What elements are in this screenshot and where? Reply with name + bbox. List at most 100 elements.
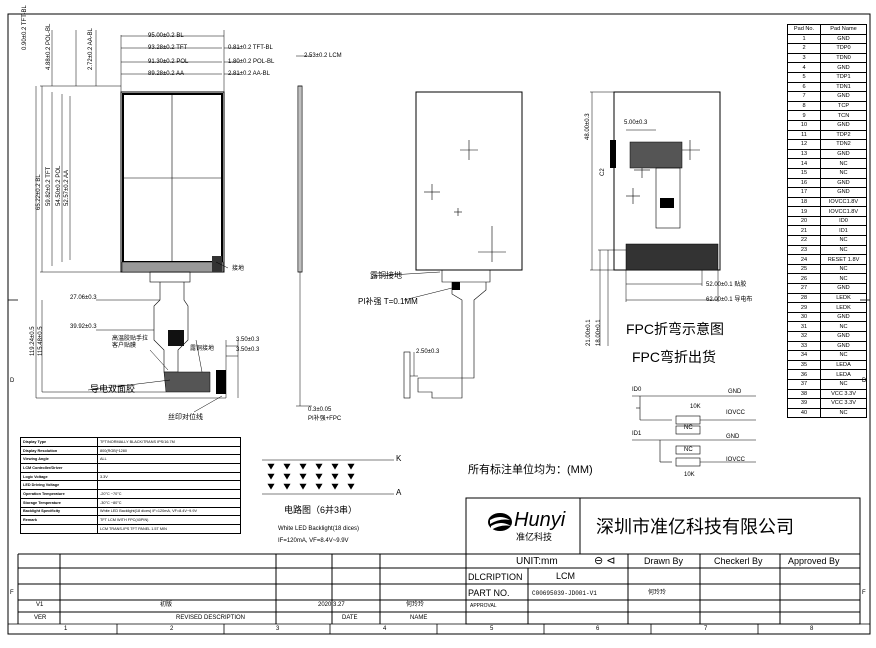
- dim-48: 48.00±0.3: [585, 113, 591, 140]
- sch-id1: ID1: [632, 431, 642, 437]
- approval-label: APPROVAL: [470, 603, 497, 609]
- spec-value-cell: LCM TRANS-IPS TFT PANEL 1.5T MIN: [97, 523, 241, 534]
- sch-gnd-2: GND: [726, 434, 740, 440]
- pad-no-cell: 36: [787, 369, 821, 380]
- pad-no-cell: 7: [787, 91, 821, 102]
- frame-col-5: 5: [490, 626, 494, 632]
- pad-no-cell: 8: [787, 100, 821, 112]
- spec-key-cell: Display Type: [20, 437, 98, 447]
- pad-no-cell: 29: [787, 302, 821, 313]
- spec-row: LCM Controller/Driver: [20, 463, 241, 473]
- pad-name-cell: GND: [820, 283, 867, 294]
- pad-no-cell: 25: [787, 263, 821, 275]
- spec-value-cell: White LED Backlight(18 dices) IF=120mA, …: [97, 506, 241, 517]
- rev-date: 2020.3.27: [318, 602, 345, 608]
- pad-name-cell: TCN: [820, 110, 867, 121]
- pad-name-cell: GND: [820, 62, 867, 73]
- dim-62: 62.00±0.1 导电布: [706, 297, 753, 303]
- spec-value-cell: -30°C ~80°C: [97, 497, 241, 508]
- pad-name-cell: TDN1: [820, 81, 867, 93]
- spec-value-cell: TFT/NORMALLY BLACK/TRANS IPS/16.7M: [97, 437, 241, 447]
- pad-name-cell: RESET 1.8V: [820, 254, 867, 265]
- circuit-title: 电路图（6并3串）: [284, 505, 358, 515]
- pad-no-cell: 24: [787, 254, 821, 265]
- label-conductive: 导电双面胶: [90, 384, 136, 394]
- pad-name-cell: GND: [820, 187, 867, 198]
- dim-left-pol-bl: 4.88±0.2 POL-BL: [46, 23, 52, 70]
- spec-value-cell: TFT LCM WITH FPC(40PIN): [97, 515, 241, 525]
- pad-name-cell: ID0: [820, 215, 867, 227]
- pad-name-cell: IOVCC1.8V: [820, 206, 867, 217]
- pad-name-cell: TCP: [820, 100, 867, 112]
- pad-name-cell: NC: [820, 158, 867, 169]
- spec-key-cell: Operation Temperature: [20, 489, 98, 499]
- dim-thickness-sub: PI补强+FPC: [308, 416, 342, 422]
- pad-name-cell: LEDK: [820, 292, 867, 304]
- label-copper: 露铜接地: [190, 346, 215, 352]
- dim-39: 39.92±0.3: [70, 324, 97, 330]
- dim-height-bl: 65.22±0.2 BL: [36, 174, 42, 210]
- frame-col-4: 4: [383, 626, 387, 632]
- label-pi: PI补强 T=0.1MM: [358, 297, 418, 306]
- backlight-spec: IF=120mA, VF=8.4V~9.9V: [278, 538, 349, 544]
- dim-27: 27.06±0.3: [70, 295, 97, 301]
- pad-name-cell: NC: [820, 235, 867, 246]
- pad-no-cell: 13: [787, 148, 821, 160]
- dim-aa-bl: 2.81±0.2 AA-BL: [228, 71, 270, 77]
- frame-col-7: 7: [704, 626, 708, 632]
- dim-350b: 3.50±0.3: [236, 347, 260, 353]
- dim-500: 5.00±0.3: [624, 120, 648, 126]
- brand-cn: 准亿科技: [516, 532, 553, 542]
- pad-header-no: Pad No.: [787, 24, 821, 35]
- drawn-by-name: 何玲玲: [648, 590, 667, 596]
- frame-row-f-left: F: [10, 590, 14, 596]
- pad-no-cell: 31: [787, 321, 821, 332]
- label-silk: 丝印对位线: [168, 414, 203, 421]
- pad-name-cell: ID1: [820, 225, 867, 237]
- spec-row: Storage Temperature-30°C ~80°C: [20, 497, 241, 508]
- dim-left-aa-bl: 2.72±0.2 AA-BL: [88, 28, 94, 70]
- frame-col-3: 3: [276, 626, 280, 632]
- pad-no-cell: 12: [787, 139, 821, 150]
- pad-no-cell: 15: [787, 167, 821, 179]
- pad-name-cell: TDP0: [820, 43, 867, 54]
- pad-name-cell: GND: [820, 119, 867, 131]
- sch-10k-2: 10K: [684, 472, 695, 478]
- dim-pol-bl: 1.80±0.2 POL-BL: [228, 59, 275, 65]
- pad-no-cell: 26: [787, 273, 821, 285]
- pad-no-cell: 14: [787, 158, 821, 169]
- spec-value-cell: 3.3V: [97, 471, 241, 482]
- pad-name-cell: LEDA: [820, 369, 867, 380]
- unit-label: UNIT:mm: [516, 556, 558, 567]
- spec-key-cell: [20, 523, 98, 534]
- dim-52: 52.00±0.1 贴胶: [706, 282, 747, 288]
- dim-21: 21.00±0.1: [586, 319, 592, 346]
- pad-name-cell: GND: [820, 148, 867, 160]
- frame-row-d-right: D: [862, 378, 867, 384]
- spec-key-cell: LCM Controller/Driver: [20, 463, 98, 473]
- rev-version: V1: [36, 602, 44, 608]
- dim-tft-bl: 0.81±0.2 TFT-BL: [228, 45, 273, 51]
- pad-name-cell: NC: [820, 273, 867, 285]
- frame-col-8: 8: [810, 626, 814, 632]
- dim-height-aa: 52.57±0.2 AA: [64, 170, 70, 206]
